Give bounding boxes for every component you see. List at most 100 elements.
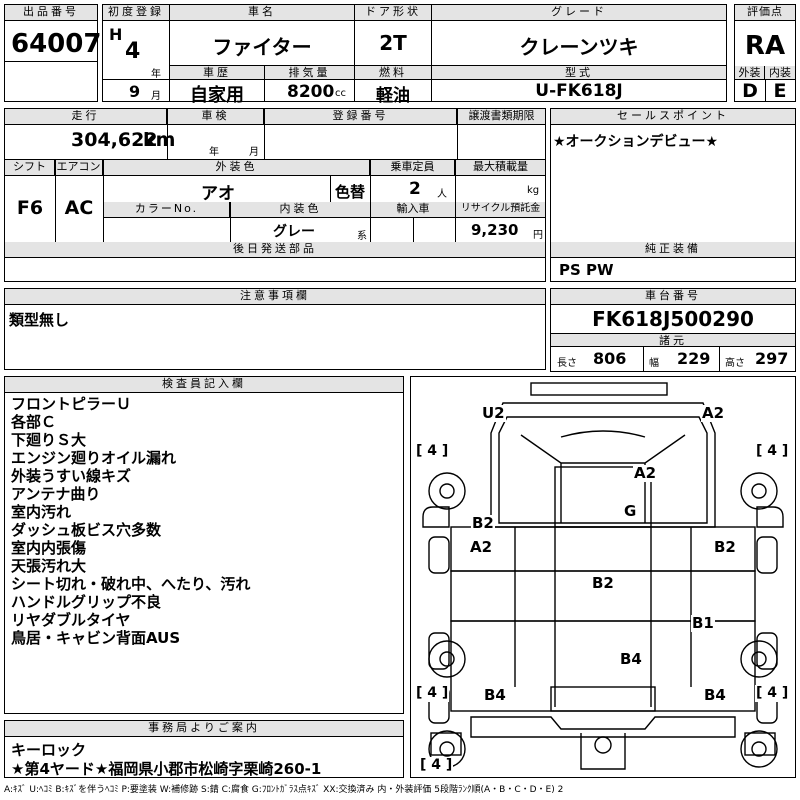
equipment-text: PS PW — [559, 261, 614, 279]
plate-label: 登録番号 — [265, 109, 457, 125]
sales-point-box: セールスポイント ★オークションデビュー★ 純正装備 PS PW — [550, 108, 796, 282]
disp-unit: cc — [335, 88, 346, 99]
note-line: シート切れ・破れ中、へたり、汚れ — [11, 575, 251, 593]
grade-cell: グレード クレーンツキ — [431, 4, 727, 66]
int-color: グレー — [273, 224, 315, 240]
details-block: 走行 304,622 km 車検 年 月 登録番号 譲渡書類期限 シフト エアコ… — [4, 108, 546, 282]
inspector-label: 検査員記入欄 — [5, 377, 403, 393]
displacement: 8200 — [287, 82, 335, 102]
note-line: ハンドルグリップ不良 — [11, 593, 162, 611]
damage-mark: B4 — [619, 650, 643, 668]
ext-score: D — [742, 80, 758, 102]
shaken-year-unit: 年 — [209, 147, 219, 158]
load-unit: kg — [527, 185, 540, 196]
damage-mark: U2 — [481, 404, 506, 422]
sales-point-text: ★オークションデビュー★ — [553, 134, 719, 150]
import-label: 輸入車 — [371, 202, 455, 218]
damage-mark: B2 — [591, 574, 615, 592]
tire-tread-mark: [ 4 ] — [419, 757, 454, 774]
history-label: 車歴 — [170, 66, 264, 80]
caution-text: 類型無し — [9, 311, 70, 329]
length: 806 — [593, 349, 627, 368]
office-line: ★第4ヤード★福岡県小郡市松崎字栗崎260-1 — [11, 760, 322, 778]
note-line: ダッシュ板ビス穴多数 — [11, 521, 162, 539]
note-line: 室内内張傷 — [11, 539, 87, 557]
chassis-box: 車台番号 FK618J500290 諸元 長さ 806 幅 229 高さ 297 — [550, 288, 796, 372]
int-label: 内装 — [765, 66, 795, 80]
note-line: 下廻りＳ大 — [11, 431, 87, 449]
disp-label: 排気量 — [265, 66, 354, 80]
grade-label: グレード — [432, 5, 726, 21]
recycle-unit: 円 — [533, 230, 543, 241]
chassis-number: FK618J500290 — [592, 307, 754, 331]
reg-cell: 初度登録 H 4 年 9 月 — [102, 4, 170, 102]
header-row1: 出品番号 64007 初度登録 H 4 年 9 月 車名 ファイター ドア形状 … — [4, 4, 796, 106]
truck-outline-drawing — [422, 382, 784, 770]
fuel-label: 燃料 — [355, 66, 431, 80]
note-line: リヤダブルタイヤ — [11, 611, 131, 629]
note-line: フロントピラーＵ — [11, 395, 132, 413]
recycle-label: リサイクル預託金 — [456, 202, 545, 218]
caution-box: 注意事項欄 類型無し — [4, 288, 546, 370]
spec-label: 諸元 — [551, 333, 795, 347]
ext-label: 外装 — [735, 66, 765, 80]
tire-tread-mark: [ 4 ] — [415, 685, 450, 702]
shaken-label: 車検 — [168, 109, 264, 125]
ext-color: アオ — [201, 184, 235, 204]
lot-number: 64007 — [11, 29, 102, 59]
color-label: 外装色 — [104, 160, 370, 176]
load-label: 最大積載量 — [456, 160, 545, 176]
transfer-label: 譲渡書類期限 — [458, 109, 545, 125]
disp-cell: 排気量 8200 cc — [264, 65, 355, 102]
chassis-label: 車台番号 — [551, 289, 795, 305]
capacity-label: 乗車定員 — [371, 160, 455, 176]
grade: クレーンツキ — [519, 35, 639, 59]
damage-mark: G — [623, 502, 638, 520]
tire-tread-mark: [ 4 ] — [755, 443, 790, 460]
door-label: ドア形状 — [355, 5, 431, 21]
score: RA — [744, 31, 786, 61]
note-line: 外装うすい線キズ — [11, 467, 132, 485]
color-change: 色替 — [335, 183, 366, 201]
height: 297 — [755, 349, 789, 368]
legend-text: A:ｷｽﾞ U:ﾍｺﾐ B:ｷｽﾞを伴うﾍｺﾐ P:要塗装 W:補修跡 S:錆 … — [4, 785, 564, 795]
reg-year: 4 — [125, 39, 141, 64]
reg-era: H — [109, 25, 123, 44]
capacity-unit: 人 — [437, 189, 447, 200]
capacity: 2 — [409, 179, 421, 199]
length-label: 長さ — [557, 358, 577, 369]
damage-mark: B1 — [691, 614, 715, 632]
int-score: E — [773, 80, 787, 102]
recycle-fee: 9,230 — [471, 221, 519, 239]
office-box: 事務局よりご案内 キーロック ★第4ヤード★福岡県小郡市松崎字栗崎260-1 — [4, 720, 404, 778]
caution-label: 注意事項欄 — [5, 289, 545, 305]
damage-mark: A2 — [633, 464, 658, 482]
damage-mark: B2 — [471, 514, 495, 532]
note-line: エンジン廻りオイル漏れ — [11, 449, 177, 467]
inspector-notes: フロントピラーＵ 各部Ｃ 下廻りＳ大 エンジン廻りオイル漏れ 外装うすい線キズ … — [11, 395, 250, 647]
ac-label: エアコン — [55, 160, 103, 176]
int-color-suffix: 系 — [357, 231, 367, 242]
tire-tread-mark: [ 4 ] — [415, 443, 450, 460]
note-line: 室内汚れ — [11, 503, 72, 521]
inspector-box: 検査員記入欄 フロントピラーＵ 各部Ｃ 下廻りＳ大 エンジン廻りオイル漏れ 外装… — [4, 376, 404, 714]
name-cell: 車名 ファイター — [169, 4, 355, 66]
note-line: 鳥居・キャビン背面AUS — [11, 629, 181, 647]
tire-tread-mark: [ 4 ] — [755, 685, 790, 702]
note-line: アンテナ曲り — [11, 485, 101, 503]
width: 229 — [677, 349, 711, 368]
history-cell: 車歴 自家用 — [169, 65, 265, 106]
lot-cell: 出品番号 64007 — [4, 4, 102, 102]
model-cell: 型式 U-FK618J — [431, 65, 727, 102]
reg-month: 9 — [129, 82, 141, 101]
fuel: 軽油 — [376, 86, 410, 106]
damage-mark: B4 — [483, 686, 507, 704]
reg-label: 初度登録 — [103, 5, 169, 21]
score-label: 評価点 — [735, 5, 795, 21]
intcolor-label: 内装色 — [231, 202, 370, 218]
office-line: キーロック — [11, 741, 87, 759]
ac: AC — [64, 197, 94, 219]
door-cell: ドア形状 2T — [354, 4, 432, 66]
later-parts-label: 後日発送部品 — [5, 242, 545, 258]
lot-label: 出品番号 — [5, 5, 97, 21]
